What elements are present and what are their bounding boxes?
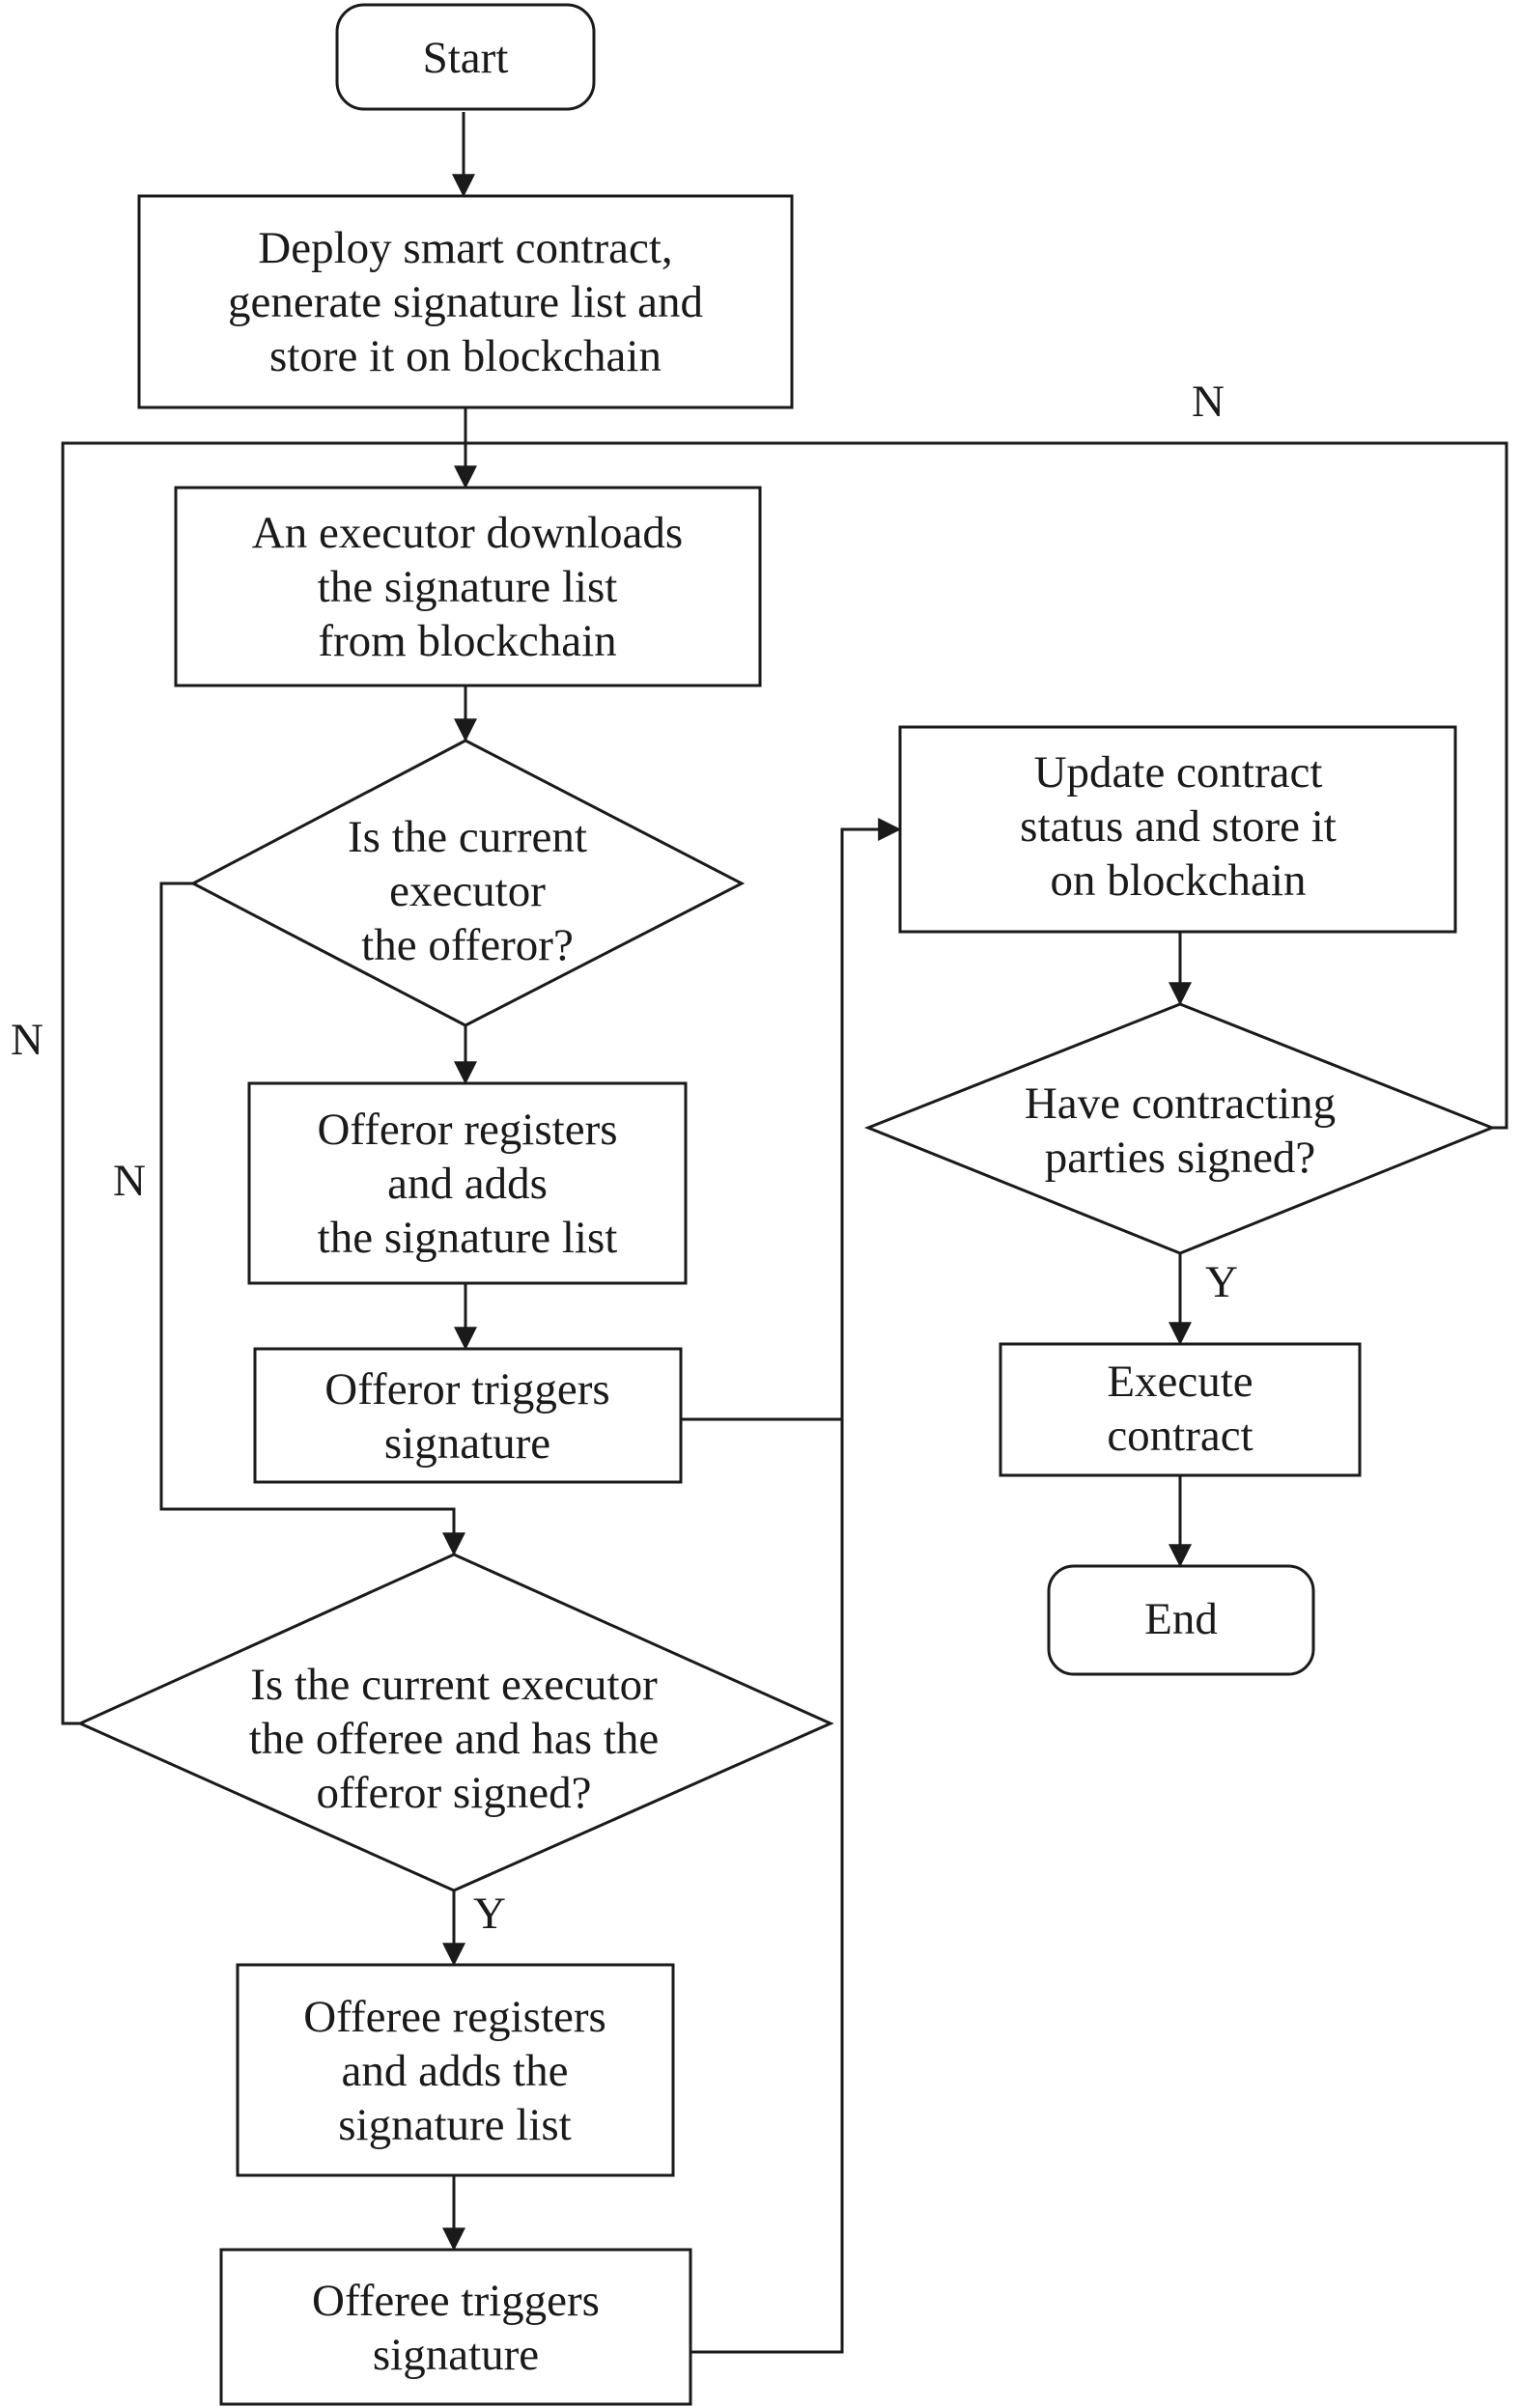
text-line: Offeree triggers xyxy=(312,2276,600,2326)
text-line: generate signature list and xyxy=(228,277,703,327)
text-line: End xyxy=(1144,1594,1218,1644)
text-line: and adds the xyxy=(342,2046,569,2096)
text-line: Is the current executor xyxy=(250,1660,658,1710)
text-line: signature list xyxy=(338,2100,572,2150)
text-line: from blockchain xyxy=(318,616,616,666)
text-line: Is the current xyxy=(348,812,587,862)
connectors xyxy=(61,112,1508,2354)
text-line: Update contract xyxy=(1034,747,1323,798)
text-line: offeror signed? xyxy=(317,1768,592,1818)
deploy-contract-box: Deploy smart contract,generate signature… xyxy=(137,194,794,409)
deploy-contract-text: Deploy smart contract,generate signature… xyxy=(228,223,703,381)
end-node-text: End xyxy=(1144,1594,1218,1644)
is-offeror-no-label: N xyxy=(113,1156,146,1206)
text-line: Offeror registers xyxy=(317,1105,617,1155)
text-line: Execute xyxy=(1107,1357,1253,1407)
text-line: the offeree and has the xyxy=(249,1714,660,1764)
text-line: contract xyxy=(1107,1411,1253,1461)
all-signed-yes-label: Y xyxy=(1205,1257,1238,1307)
text-line: signature xyxy=(384,1418,550,1469)
start-node: Start xyxy=(335,3,596,111)
branch-labels: N N Y N Y xyxy=(11,377,1238,1939)
arrow-is-offeror-no-branch xyxy=(159,882,465,1556)
text-line: the offeror? xyxy=(361,920,574,970)
text-line: Start xyxy=(423,33,509,83)
text-line: and adds xyxy=(387,1159,548,1209)
arrow-all-signed-no-branch xyxy=(465,441,1508,1130)
start-node-text: Start xyxy=(423,33,509,83)
text-line: on blockchain xyxy=(1051,855,1307,906)
is-offeree-no-label: N xyxy=(11,1015,43,1065)
text-line: the signature list xyxy=(318,562,618,612)
text-line: parties signed? xyxy=(1045,1133,1316,1183)
text-line: executor xyxy=(389,866,546,916)
text-line: status and store it xyxy=(1020,801,1337,852)
arrow-is-offeree-no-branch xyxy=(61,441,465,1725)
text-line: signature xyxy=(373,2330,539,2380)
text-line: Offeree registers xyxy=(303,1992,606,2042)
arrow-offeror-triggers-to-update xyxy=(681,818,902,1421)
text-line: the signature list xyxy=(318,1213,618,1263)
end-node: End xyxy=(1047,1564,1315,1676)
is-offeree-yes-label: Y xyxy=(473,1889,506,1939)
arrow-offeree-triggers-to-update xyxy=(690,1419,844,2354)
text-line: Deploy smart contract, xyxy=(258,223,672,273)
text-line: An executor downloads xyxy=(252,508,683,558)
text-line: Have contracting xyxy=(1025,1078,1336,1129)
text-line: store it on blockchain xyxy=(269,331,662,381)
text-line: Offeror triggers xyxy=(324,1364,609,1414)
all-signed-no-label: N xyxy=(1192,377,1225,427)
